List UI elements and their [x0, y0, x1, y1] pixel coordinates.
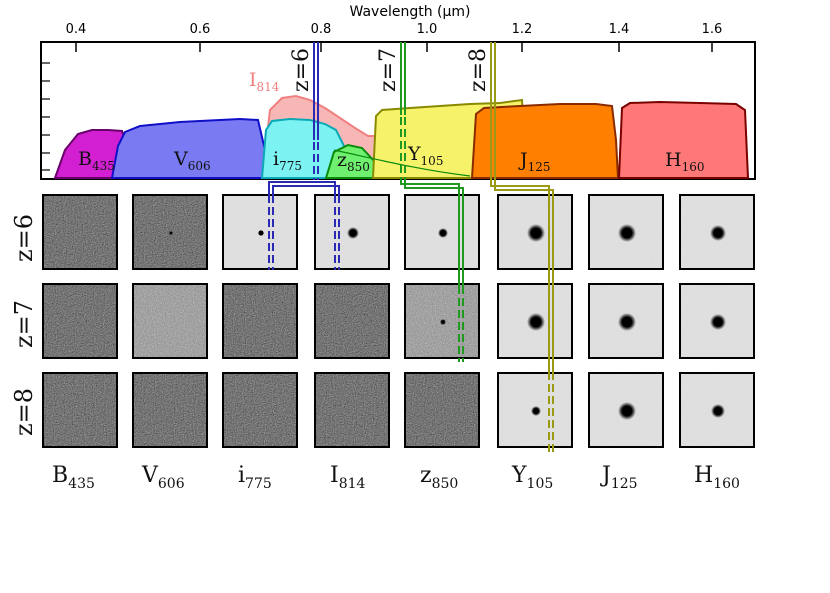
z6-label-top: z=6: [289, 48, 314, 92]
stamp-border: [404, 194, 480, 270]
stamp-border: [42, 372, 118, 448]
tick-label: 0.6: [190, 22, 211, 37]
stamp-noise: [223, 373, 297, 447]
filter-label-y105: Y105: [407, 143, 443, 168]
source-blob: [618, 313, 636, 331]
filter-label-h160: H160: [665, 149, 704, 174]
stamp-border: [679, 194, 755, 270]
stamp-noise: [405, 373, 479, 447]
filter-curve-j125: [470, 103, 620, 179]
z6-marker: [268, 42, 340, 270]
z8-label-top: z=8: [466, 48, 491, 92]
source-blob: [527, 224, 545, 242]
z7-label-top: z=7: [376, 48, 401, 92]
stamp-border: [404, 372, 480, 448]
left-ticks: [41, 62, 50, 171]
col-label-v606: V606: [141, 463, 185, 492]
stamp-noise: [223, 284, 297, 358]
source-blob: [258, 230, 264, 236]
filter-label-z850: z850: [337, 149, 370, 174]
stamp-border: [314, 194, 390, 270]
stamp-noise: [43, 284, 117, 358]
tick-label: 0.8: [311, 22, 332, 37]
filter-label-i814: I814: [249, 69, 280, 94]
stamp-border: [222, 194, 298, 270]
stamp-border: [42, 283, 118, 359]
filter-curve-h160: [617, 100, 750, 179]
stamp-border: [314, 283, 390, 359]
row-label-z6: z=6: [10, 214, 38, 262]
zband-tail-curve: [333, 149, 471, 177]
col-label-h160: H160: [694, 463, 740, 492]
source-blob: [710, 225, 726, 241]
source-blob: [618, 224, 636, 242]
top-ticks: [75, 42, 713, 52]
source-blob: [618, 402, 636, 420]
stamp-noise: [315, 284, 389, 358]
stamp-border: [132, 194, 208, 270]
stamp-border: [679, 283, 755, 359]
filter-label-i775: i775: [273, 148, 302, 173]
stamp-border: [42, 194, 118, 270]
filter-label-j125: J125: [518, 149, 551, 174]
axis-title: Wavelength (μm): [350, 4, 471, 20]
row-label-z7: z=7: [10, 300, 38, 348]
source-blob: [438, 228, 448, 238]
stamp-border: [222, 283, 298, 359]
stamp-noise: [133, 373, 207, 447]
source-blob: [347, 227, 359, 239]
tick-label: 1.2: [512, 22, 533, 37]
stamp-border: [497, 194, 573, 270]
col-label-b435: B435: [52, 463, 95, 492]
tick-label: 1.4: [609, 22, 630, 37]
col-label-z850: z850: [420, 463, 458, 492]
col-label-j125: J125: [600, 463, 638, 492]
z7-marker: [400, 42, 464, 362]
source-blob: [531, 406, 541, 416]
stamp-border: [497, 372, 573, 448]
stamp-noise: [43, 195, 117, 269]
tick-label: 1.0: [417, 22, 438, 37]
redshift-markers: [268, 42, 554, 456]
stamp-border: [404, 283, 480, 359]
stamp-border: [588, 372, 664, 448]
stamp-grid: [42, 194, 755, 448]
source-blob: [169, 231, 173, 235]
filter-label-b435: B435: [78, 148, 115, 173]
col-label-i814: I814: [330, 463, 366, 492]
row-label-z8: z=8: [10, 388, 38, 436]
source-blob: [711, 404, 725, 418]
filter-label-v606: V606: [173, 148, 211, 173]
stamp-border: [588, 194, 664, 270]
source-blob: [440, 319, 446, 325]
stamp-border: [679, 372, 755, 448]
source-blob: [527, 313, 545, 331]
stamp-border: [132, 283, 208, 359]
stamp-border: [314, 372, 390, 448]
col-label-i775: i775: [238, 463, 272, 492]
tick-labels: 0.4 0.6 0.8 1.0 1.2 1.4 1.6: [66, 22, 723, 37]
source-blob: [710, 314, 726, 330]
stamp-noise: [315, 373, 389, 447]
stamp-noise: [133, 284, 207, 358]
tick-label: 1.6: [702, 22, 723, 37]
filter-curves: [53, 94, 750, 179]
stamp-border: [497, 283, 573, 359]
stamp-border: [588, 283, 664, 359]
col-label-y105: Y105: [511, 463, 553, 492]
stamp-border: [222, 372, 298, 448]
filter-labels: B435 V606 i775 I814 z850 Y105 J125 H160: [78, 69, 704, 174]
z8-marker: [490, 42, 554, 456]
stamp-border: [132, 372, 208, 448]
stamp-noise: [43, 373, 117, 447]
tick-label: 0.4: [66, 22, 87, 37]
column-labels: B435 V606 i775 I814 z850 Y105 J125 H160: [52, 463, 740, 492]
